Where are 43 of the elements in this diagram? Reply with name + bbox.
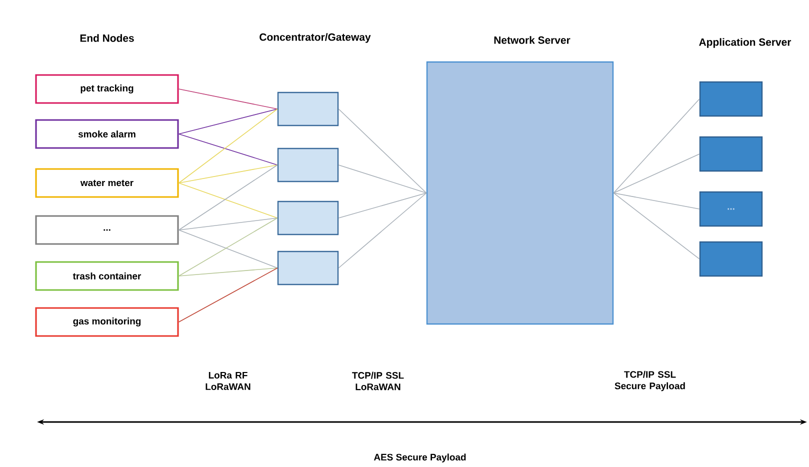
end-node-box: pet tracking: [35, 74, 179, 104]
protocol-label: TCP/IP SSL LoRaWAN: [352, 372, 404, 390]
connector-line: [178, 182, 278, 218]
application-server-box: [699, 81, 763, 117]
end-node-box: water meter: [35, 168, 179, 198]
connector-line: [178, 268, 278, 276]
connector-line: [613, 192, 700, 210]
column-heading: Concentrator/Gateway: [260, 33, 371, 43]
connector-line: [178, 108, 278, 184]
payload-label: AES Secure Payload: [374, 454, 466, 462]
gateway-box: [277, 200, 339, 236]
column-heading: Network Server: [494, 36, 570, 44]
connector-line: [338, 192, 427, 268]
connector-line: [338, 108, 427, 194]
connector-line: [178, 218, 278, 230]
application-server-box: ...: [699, 191, 763, 227]
connector-line: [178, 134, 278, 166]
network-server-box: [426, 61, 614, 325]
application-server-box: [699, 136, 763, 172]
end-node-box: smoke alarm: [35, 119, 179, 149]
connector-line: [178, 164, 278, 230]
column-heading: Application Server: [699, 38, 792, 48]
connector-line: [338, 192, 427, 218]
protocol-label: LoRa RF LoRaWAN: [206, 372, 250, 390]
gateway-box: [277, 148, 339, 182]
connector-line: [178, 108, 278, 134]
protocol-label: TCP/IP SSL Secure Payload: [614, 370, 685, 392]
connector-line: [178, 218, 278, 276]
application-server-box: [699, 241, 763, 277]
connector-line: [178, 230, 278, 268]
connector-line: [338, 164, 427, 194]
gateway-box: [277, 250, 339, 286]
end-node-box: trash container: [35, 261, 179, 291]
connector-line: [613, 192, 700, 260]
gateway-box: [277, 92, 339, 126]
connector-line: [613, 154, 700, 194]
connector-line: [178, 164, 278, 184]
connector-line: [613, 98, 700, 194]
end-node-box: gas monitoring: [35, 307, 179, 337]
end-node-box: ...: [35, 215, 179, 245]
column-heading: End Nodes: [80, 34, 134, 42]
connector-line: [178, 268, 278, 322]
connector-line: [178, 88, 278, 110]
